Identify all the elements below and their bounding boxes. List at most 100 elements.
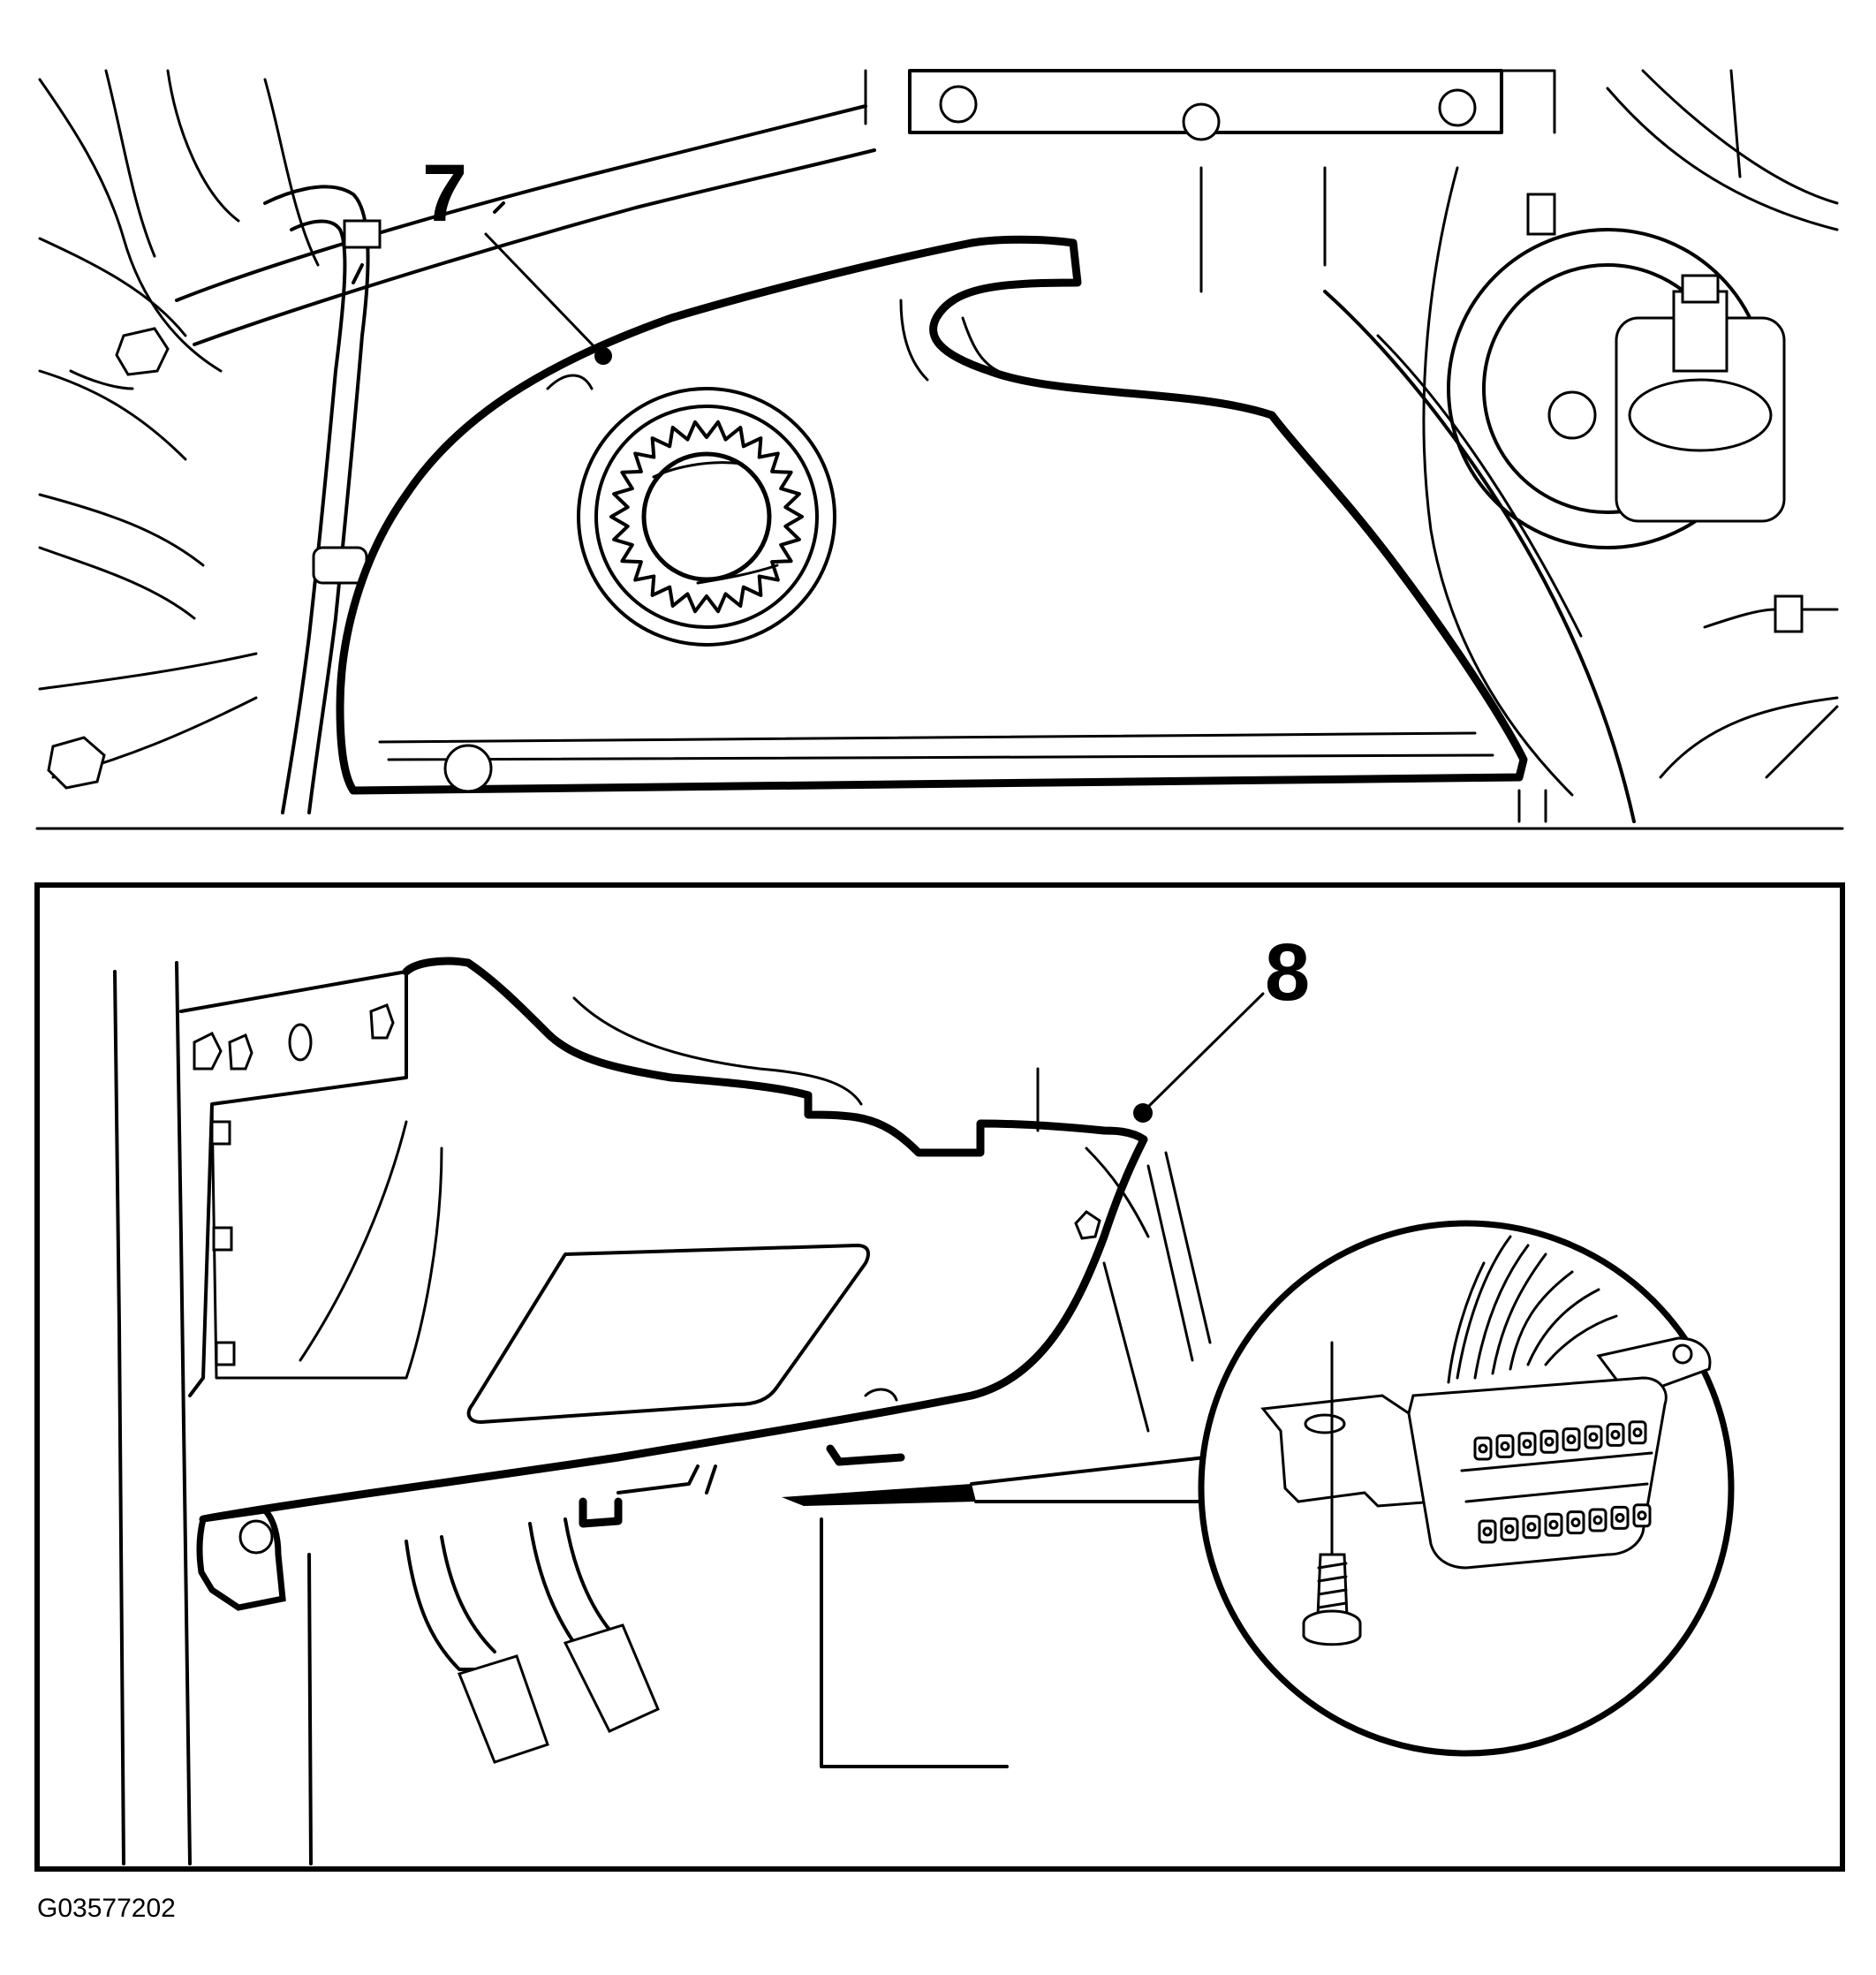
- vertical-hose: [281, 219, 347, 814]
- a-pillar-edge: [113, 970, 125, 1865]
- brake-booster: [1765, 705, 1839, 779]
- obd-pin-socket: [1482, 1526, 1493, 1537]
- pedal-arm: [564, 1517, 611, 1631]
- brake-booster: [1422, 166, 1574, 797]
- pedal-pad: [458, 1654, 549, 1764]
- brake-booster: [1606, 87, 1839, 231]
- obd-pin: [1588, 1508, 1607, 1532]
- filler-cap-outer-ring: [696, 564, 779, 585]
- brake-booster: [1729, 69, 1742, 178]
- obd-pin: [1500, 1517, 1519, 1541]
- upper-hose: [352, 201, 505, 284]
- bracket-screw-hole: [1304, 1413, 1346, 1434]
- filler-cap-ring: [594, 405, 819, 629]
- hinge-bolt: [238, 1519, 274, 1555]
- obd-pin-socket: [1570, 1517, 1581, 1528]
- knee-panel: [199, 957, 1148, 1524]
- obd-pin: [1495, 1434, 1515, 1458]
- obd-pin-socket: [1548, 1519, 1559, 1530]
- firewall-strip: [908, 69, 1503, 134]
- strip-bolt: [939, 85, 978, 124]
- obd-pin-socket: [1632, 1427, 1643, 1438]
- bracket-tab: [210, 1120, 231, 1146]
- knee-panel: [572, 996, 863, 1106]
- figure-id: G03577202: [37, 1894, 176, 1923]
- obd-pin: [1562, 1427, 1581, 1452]
- wire-harness-left: [38, 237, 187, 337]
- top-panel-engine-bay: 7: [35, 69, 1844, 830]
- filler-cap-outer-ring: [652, 461, 744, 479]
- reservoir-connector: [1681, 274, 1720, 304]
- bracket-hole: [228, 1033, 253, 1071]
- connector-location-wedge: [782, 1484, 976, 1506]
- cover-panel: [961, 316, 1000, 373]
- vertical-hose: [263, 185, 370, 814]
- obd-connector-body: [1464, 1482, 1649, 1503]
- knee-panel: [1146, 1164, 1194, 1362]
- strip-bolt: [1438, 88, 1477, 127]
- obd-pins: [1473, 1420, 1652, 1544]
- obd-pin-socket: [1615, 1512, 1625, 1523]
- obd-pin: [1606, 1422, 1625, 1447]
- connector-location-wedge: [970, 1456, 1207, 1486]
- bolt-head: [69, 369, 134, 390]
- obd-pin: [1473, 1436, 1493, 1461]
- brake-booster: [1659, 696, 1839, 779]
- connector-wires: [1473, 1244, 1530, 1380]
- wire-harness-left: [166, 69, 240, 223]
- obd-pin-socket: [1504, 1524, 1515, 1534]
- firewall-strip: [1199, 166, 1327, 293]
- strip-bolt: [1182, 102, 1221, 141]
- cover-panel: [387, 753, 1494, 761]
- reservoir-cap: [1628, 378, 1773, 452]
- wire-harness-left: [38, 369, 187, 461]
- obd-pin-socket: [1566, 1434, 1577, 1445]
- cover-panel: [336, 235, 1528, 795]
- screw-head: [1302, 1623, 1362, 1646]
- connector-wires: [1491, 1252, 1547, 1375]
- wire-harness-left: [263, 78, 320, 267]
- pedal-pad: [563, 1623, 660, 1733]
- connector-wires: [1544, 1314, 1618, 1366]
- upper-hose: [175, 104, 867, 302]
- callout-7-label: 7: [422, 148, 467, 238]
- connector-wires: [1526, 1288, 1600, 1366]
- fuse-bracket: [210, 1102, 443, 1380]
- obd-pin: [1610, 1505, 1630, 1530]
- a-pillar-edge: [307, 1553, 313, 1865]
- bracket-tab: [215, 1341, 236, 1366]
- obd-pin-socket: [1637, 1510, 1647, 1521]
- upper-hose: [193, 148, 876, 346]
- callout-7-dot: [594, 347, 612, 365]
- bolt-head: [47, 736, 106, 790]
- connector-wires: [1456, 1235, 1512, 1380]
- bracket-hole: [369, 1003, 395, 1040]
- wire-harness-left: [38, 78, 223, 373]
- a-pillar-edge: [175, 961, 192, 1865]
- callout-7-leader: [484, 232, 602, 355]
- wire-harness-left: [38, 546, 196, 620]
- obd-pin-socket: [1588, 1432, 1599, 1442]
- fuse-bracket: [179, 970, 408, 1397]
- obd-pin-socket: [1500, 1441, 1510, 1451]
- hose-clamp: [343, 219, 382, 249]
- callout-8-dot: [1133, 1103, 1153, 1123]
- obd-pin: [1584, 1425, 1603, 1449]
- pedal-arm: [405, 1540, 496, 1671]
- obd-pin-socket: [1526, 1522, 1537, 1532]
- clip: [1526, 193, 1556, 236]
- bottom-panel-frame: [34, 882, 1845, 1872]
- obd-pin: [1517, 1432, 1537, 1457]
- mount-tab: [579, 1497, 623, 1528]
- brake-booster: [1703, 608, 1839, 629]
- obd-pin: [1566, 1510, 1585, 1535]
- cover-panel: [378, 731, 1477, 744]
- panel-recess: [466, 1244, 870, 1424]
- cover-panel: [546, 374, 594, 390]
- connector-wires: [1447, 1261, 1486, 1384]
- obd-pin: [1478, 1519, 1497, 1544]
- obd-pin: [1539, 1429, 1559, 1454]
- filler-cap-teeth-outline: [609, 420, 804, 614]
- bolt-head: [115, 327, 170, 376]
